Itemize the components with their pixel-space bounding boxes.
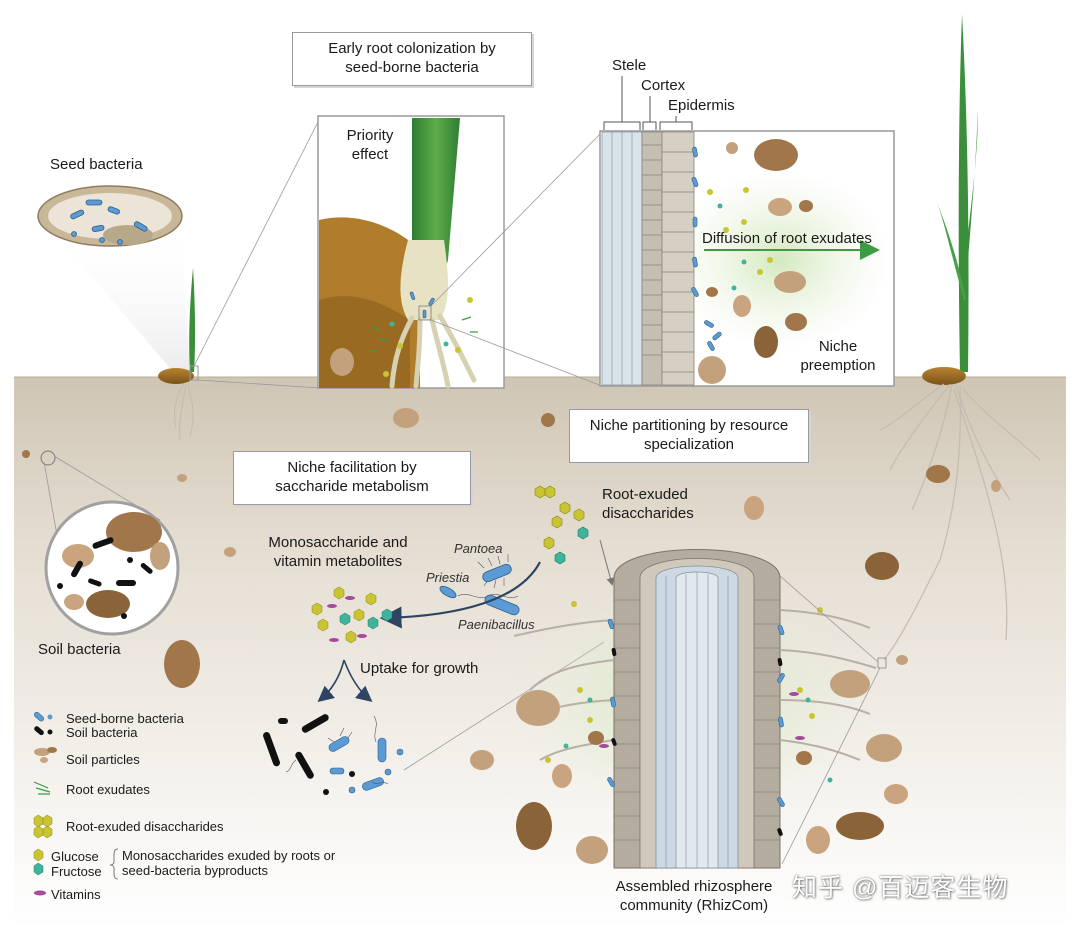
zoom-line: [193, 117, 321, 367]
label-stele: Stele: [612, 57, 647, 74]
box-niche-partitioning-text: Niche partitioning by resource specializ…: [589, 417, 789, 453]
legend-soil-particles: Soil particles: [66, 752, 140, 767]
label-soil-bacteria: Soil bacteria: [38, 641, 121, 658]
watermark: 知乎 @百迈客生物: [792, 874, 1009, 902]
vitamin-icon: [34, 890, 46, 896]
zoom-line: [430, 131, 603, 307]
legend-mono-note: Monosaccharides exuded by roots or seed-…: [122, 848, 336, 878]
label-priestia: Priestia: [426, 570, 470, 585]
metabolism-arrow-icon: [379, 561, 541, 629]
zoom-line: [430, 319, 603, 387]
legend-glucose: Glucose: [51, 849, 99, 864]
mature-plant: [879, 14, 1041, 661]
legend-fructose: Fructose: [51, 864, 102, 879]
exudate-icon: [33, 781, 51, 795]
rhizosphere-particles: [470, 670, 908, 864]
legend-icons: [33, 712, 119, 896]
metabolite-cluster: [311, 586, 393, 644]
box-niche-facilitation: Niche facilitation by saccharide metabol…: [233, 451, 471, 505]
label-mono-vitamin: Monosaccharide and vitamin metabolites: [268, 534, 408, 570]
legend-root-exudates: Root exudates: [66, 782, 150, 797]
rhizosphere-root: [470, 539, 908, 869]
label-niche-preemption: Niche preemption: [800, 338, 876, 374]
label-cortex: Cortex: [641, 77, 686, 94]
hexagon-icon: [33, 814, 53, 876]
label-paenibacillus: Paenibacillus: [458, 617, 535, 632]
seedling-small: [158, 268, 199, 441]
bacterium-icon: [34, 712, 53, 736]
box-niche-facilitation-text: Niche facilitation by saccharide metabol…: [275, 459, 429, 495]
tissue-brackets: [603, 76, 693, 130]
soil-particle-icon: [34, 747, 57, 763]
label-diffusion: Diffusion of root exudates: [702, 230, 872, 247]
label-seed-bacteria: Seed bacteria: [50, 156, 143, 173]
box-early-colonization-text: Early root colonization by seed-borne ba…: [328, 40, 496, 76]
soil-particles: [698, 139, 813, 384]
zoom-line: [197, 379, 321, 389]
label-assembled: Assembled rhizosphere community (RhizCom…: [615, 878, 773, 914]
legend-brace: [109, 848, 119, 880]
legend-seed-borne: Seed-borne bacteria: [66, 711, 184, 726]
seed-cross-section: [37, 185, 183, 247]
label-pantoea: Pantoea: [454, 541, 503, 556]
label-uptake: Uptake for growth: [360, 660, 479, 677]
label-priority-effect: Priority effect: [346, 127, 394, 163]
box-niche-partitioning: Niche partitioning by resource specializ…: [569, 409, 809, 463]
label-epidermis: Epidermis: [668, 97, 735, 114]
priority-effect-panel: [317, 115, 505, 389]
legend-soil-bacteria: Soil bacteria: [66, 725, 138, 740]
legend-vitamins: Vitamins: [51, 887, 101, 902]
soil-bacteria-magnifier: [40, 450, 180, 636]
growing-bacteria: [263, 714, 404, 795]
soil-particles-scattered: [22, 408, 1001, 688]
root-tissue-panel: [599, 130, 895, 387]
uptake-arrow-right-icon: [343, 659, 373, 703]
label-root-exuded-disaccharides: Root-exuded disaccharides: [602, 486, 694, 522]
legend-disaccharides: Root-exuded disaccharides: [66, 819, 224, 834]
seed-zoom-beam: [44, 220, 190, 380]
disaccharide-cluster: [534, 485, 589, 565]
box-early-colonization: Early root colonization by seed-borne ba…: [292, 32, 532, 86]
uptake-arrow-left-icon: [317, 659, 345, 703]
